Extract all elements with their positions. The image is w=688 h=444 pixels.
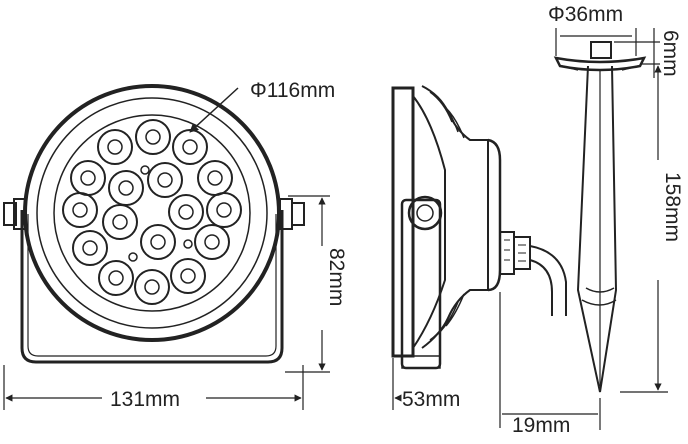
led-lens-icon bbox=[194, 224, 230, 260]
diameter-leader bbox=[189, 87, 239, 133]
led-core-icon bbox=[80, 170, 96, 186]
led-lens-icon bbox=[98, 260, 134, 296]
label-diameter-head: Φ116mm bbox=[250, 79, 335, 102]
led-core-icon bbox=[145, 129, 161, 145]
led-array bbox=[62, 119, 242, 305]
side-knob-icon bbox=[407, 195, 443, 231]
led-lens-icon bbox=[108, 170, 144, 206]
label-diameter-stake: Φ36mm bbox=[548, 3, 623, 26]
cable-gland-icon bbox=[499, 231, 531, 275]
led-lens-icon bbox=[206, 192, 242, 228]
u-bracket bbox=[20, 210, 284, 364]
front-view bbox=[3, 84, 305, 364]
led-core-icon bbox=[216, 202, 232, 218]
led-core-icon bbox=[157, 172, 173, 188]
led-core-icon bbox=[150, 234, 166, 250]
led-lens-icon bbox=[97, 129, 133, 165]
side-view bbox=[391, 85, 567, 370]
right-bolt-icon bbox=[279, 198, 305, 230]
led-lens-icon bbox=[102, 204, 138, 240]
led-core-icon bbox=[108, 270, 124, 286]
led-core-icon bbox=[72, 202, 88, 218]
label-height-bracket: 82mm bbox=[325, 248, 348, 306]
screw-icons bbox=[128, 165, 193, 262]
led-lens-icon bbox=[168, 194, 204, 230]
label-depth-body: 53mm bbox=[402, 388, 460, 411]
led-core-icon bbox=[107, 139, 123, 155]
led-core-icon bbox=[204, 234, 220, 250]
led-lens-icon bbox=[170, 258, 206, 294]
led-lens-icon bbox=[197, 160, 233, 196]
led-core-icon bbox=[112, 214, 128, 230]
label-offset-cable: 19mm bbox=[512, 414, 570, 437]
led-core-icon bbox=[144, 279, 160, 295]
left-bolt-icon bbox=[3, 198, 27, 230]
label-stake-flange: 6mm bbox=[659, 30, 682, 77]
ground-stake bbox=[553, 41, 647, 393]
housing-inner-ring bbox=[36, 97, 268, 329]
cable bbox=[529, 245, 567, 316]
led-lens-icon bbox=[172, 129, 208, 165]
led-core-icon bbox=[180, 268, 196, 284]
led-core-icon bbox=[182, 139, 198, 155]
led-core-icon bbox=[82, 240, 98, 256]
led-core-icon bbox=[118, 180, 134, 196]
label-stake-length: 158mm bbox=[661, 172, 684, 242]
lens-plate bbox=[53, 114, 251, 312]
led-lens-icon bbox=[134, 269, 170, 305]
label-width-total: 131mm bbox=[110, 388, 180, 411]
led-lens-icon bbox=[135, 119, 171, 155]
led-lens-icon bbox=[72, 230, 108, 266]
led-lens-icon bbox=[140, 224, 176, 260]
led-core-icon bbox=[207, 170, 223, 186]
stake-spike bbox=[576, 65, 618, 393]
led-lens-icon bbox=[147, 162, 183, 198]
led-core-icon bbox=[178, 204, 194, 220]
led-lens-icon bbox=[70, 160, 106, 196]
led-lens-icon bbox=[62, 192, 98, 228]
